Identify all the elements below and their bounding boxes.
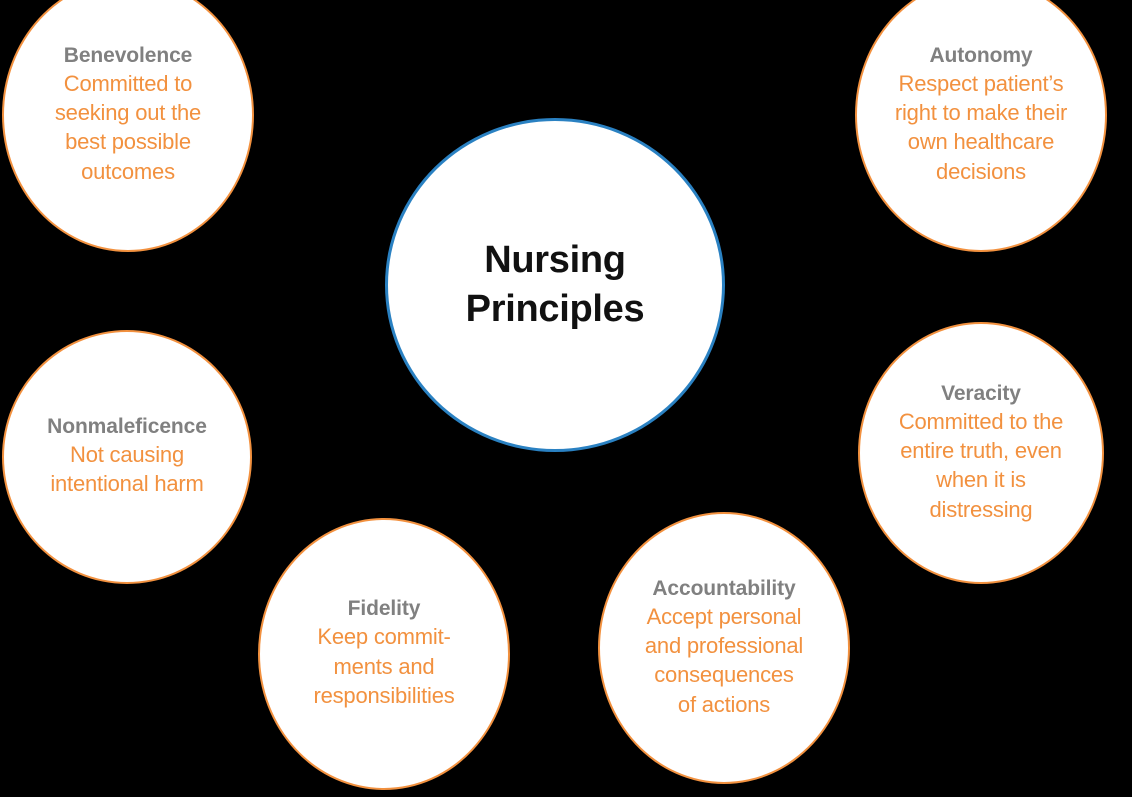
- principle-bubble-autonomy[interactable]: Autonomy Respect patient’s right to make…: [855, 0, 1107, 252]
- principle-body-fidelity: Keep commit- ments and responsibilities: [313, 624, 455, 709]
- principle-title-autonomy: Autonomy: [929, 43, 1033, 67]
- center-bubble-nursing-principles[interactable]: Nursing Principles: [385, 118, 725, 452]
- principle-bubble-veracity[interactable]: Veracity Committed to the entire truth, …: [858, 322, 1104, 584]
- principle-title-veracity: Veracity: [941, 381, 1021, 405]
- principle-body-veracity: Committed to the entire truth, even when…: [898, 408, 1064, 522]
- principle-body-accountability: Accept personal and professional consequ…: [644, 603, 804, 717]
- principle-bubble-nonmaleficence[interactable]: Nonmaleficence Not causing intentional h…: [2, 330, 252, 584]
- principle-body-nonmaleficence: Not causing intentional harm: [50, 442, 204, 497]
- principle-title-accountability: Accountability: [652, 576, 796, 600]
- principle-title-benevolence: Benevolence: [63, 43, 193, 67]
- principle-title-fidelity: Fidelity: [347, 597, 421, 621]
- principle-bubble-fidelity[interactable]: Fidelity Keep commit- ments and responsi…: [258, 518, 510, 790]
- principle-body-autonomy: Respect patient’s right to make their ow…: [894, 70, 1068, 184]
- principle-body-benevolence: Committed to seeking out the best possib…: [54, 70, 202, 184]
- principle-bubble-benevolence[interactable]: Benevolence Committed to seeking out the…: [2, 0, 254, 252]
- center-title: Nursing Principles: [465, 238, 645, 330]
- principle-title-nonmaleficence: Nonmaleficence: [47, 415, 207, 439]
- principle-bubble-accountability[interactable]: Accountability Accept personal and profe…: [598, 512, 850, 784]
